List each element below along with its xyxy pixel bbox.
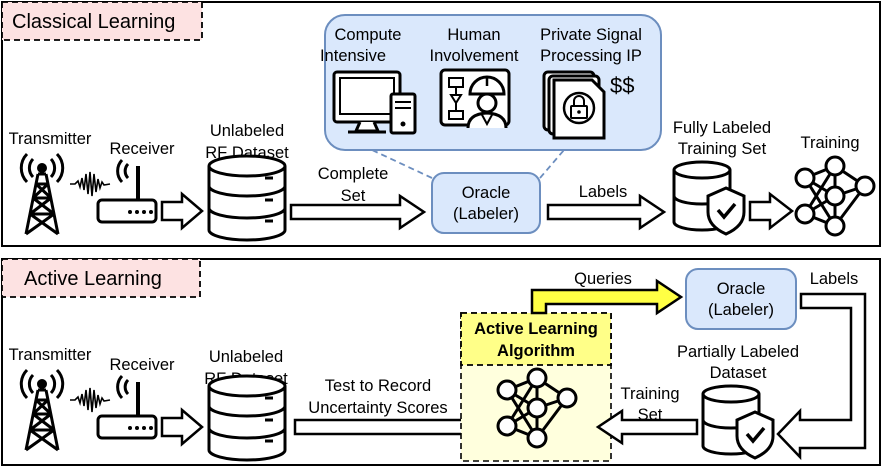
active-title-box [1, 258, 201, 298]
active-oracle-label-1: Oracle [717, 280, 766, 298]
classical-oracle-box [431, 172, 541, 234]
oracle-concerns-callout: Compute Intensive Human Involvement Priv… [320, 14, 662, 179]
computer-icon [332, 70, 417, 135]
training-set-label-1: Training [621, 385, 680, 403]
algorithm-label-1: Active Learning [474, 320, 598, 338]
training-label: Training [801, 134, 860, 152]
active-arrow-receiver-to-dataset [160, 407, 204, 447]
classical-oracle-label-2: (Labeler) [453, 205, 519, 223]
locked-files-icon [542, 70, 606, 140]
complete-set-label-1: Complete [318, 165, 389, 183]
fully-labeled-label-2: Training Set [678, 140, 767, 158]
arrow-to-training [748, 191, 795, 231]
training-set-arrow [595, 408, 699, 446]
queries-label: Queries [574, 270, 632, 288]
active-learning-panel: Active Learning Transmitter Receiver Unl… [1, 258, 881, 466]
queries-arrow [530, 278, 684, 316]
human-label-1: Human [447, 26, 500, 44]
algorithm-header [460, 312, 612, 366]
active-receiver-label: Receiver [109, 356, 175, 374]
active-title: Active Learning [24, 268, 162, 290]
classical-learning-panel: Classical Learning Compute Intensive Hum… [1, 1, 881, 247]
classical-dataset-label-1: Unlabeled [210, 122, 284, 140]
classical-arrow-receiver-to-dataset [160, 191, 204, 231]
complete-set-arrow [289, 193, 427, 231]
active-dataset-label-1: Unlabeled [209, 348, 283, 366]
classical-oracle-label-1: Oracle [462, 184, 511, 202]
active-labels-label: Labels [810, 270, 859, 288]
human-label-2: Involvement [430, 47, 519, 65]
active-database-icon [207, 374, 287, 462]
active-oracle-label-2: (Labeler) [708, 301, 774, 319]
classical-receiver-label: Receiver [109, 140, 175, 158]
partial-shield-icon [735, 410, 775, 460]
private-label-2: Processing IP [540, 47, 642, 65]
active-transmitter-label: Transmitter [9, 346, 92, 364]
classical-title: Classical Learning [12, 11, 175, 33]
algorithm-label-2: Algorithm [497, 342, 575, 360]
fully-labeled-label-1: Fully Labeled [673, 119, 771, 137]
compute-label-1: Compute [335, 26, 402, 44]
fully-labeled-shield-icon [706, 186, 746, 236]
test-arrow-label-2: Uncertainty Scores [308, 399, 447, 417]
active-oracle-box [685, 268, 797, 330]
classical-labels-arrow-label: Labels [579, 183, 628, 201]
classical-transmitter-label: Transmitter [9, 130, 92, 148]
compute-label-2: Intensive [320, 47, 386, 65]
engineer-icon [439, 68, 511, 129]
labels-arrow [546, 193, 667, 231]
money-label: $$ [610, 73, 634, 98]
complete-set-label-2: Set [341, 187, 366, 205]
classical-database-icon [207, 154, 287, 242]
partial-label-1: Partially Labeled [677, 343, 799, 361]
partial-label-2: Dataset [710, 364, 767, 382]
private-label-1: Private Signal [540, 26, 642, 44]
test-arrow-label-1: Test to Record [325, 377, 431, 395]
classical-title-box [1, 1, 203, 41]
labels-return-arrow [776, 292, 867, 461]
